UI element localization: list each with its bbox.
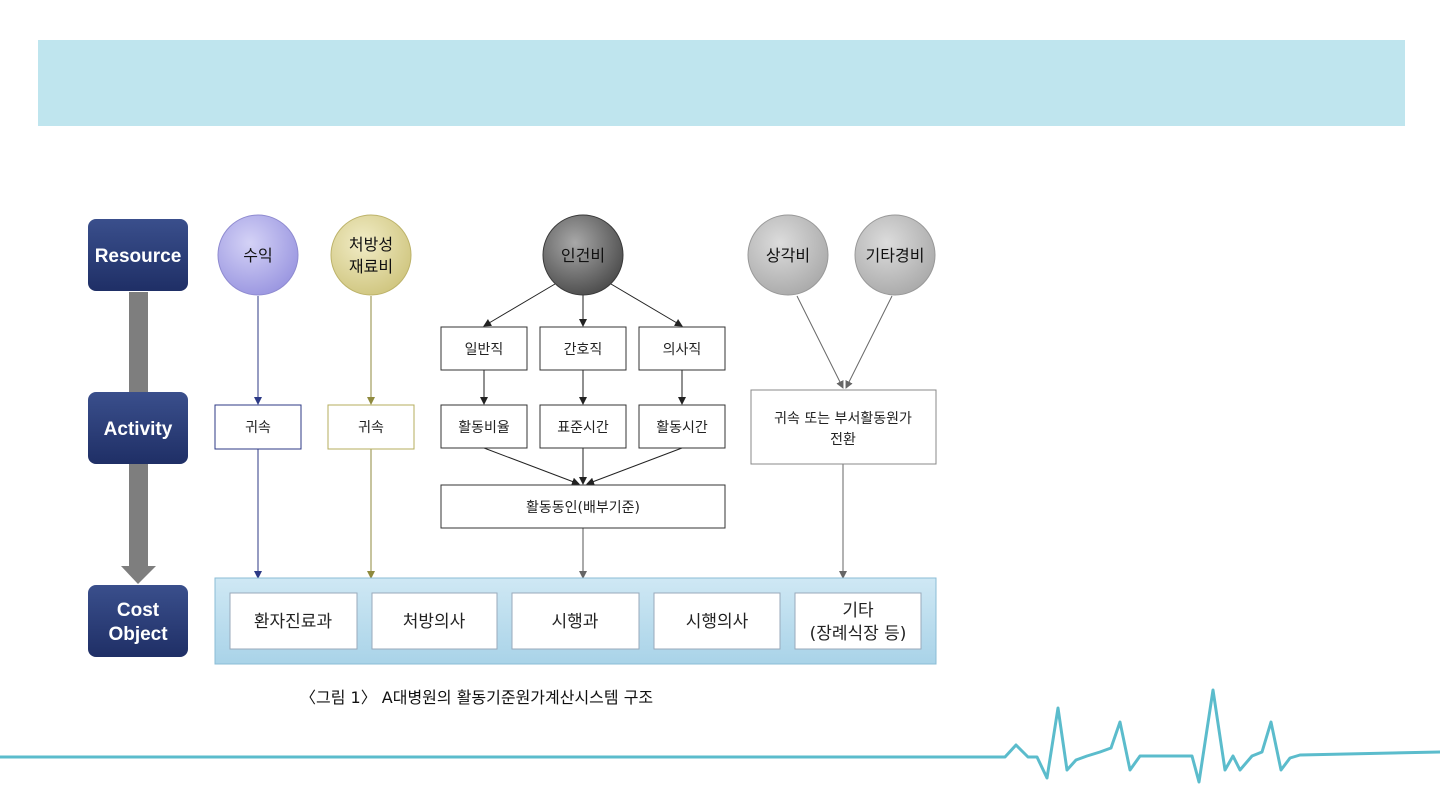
- resource-revenue: 수익: [217, 214, 299, 296]
- svg-text:활동동인(배부기준): 활동동인(배부기준): [526, 500, 640, 516]
- svg-text:귀속: 귀속: [358, 420, 384, 436]
- svg-text:처방의사: 처방의사: [403, 612, 466, 632]
- connector-ratio-driver: [483, 447, 580, 486]
- activity-cost-driver: 활동동인(배부기준): [440, 484, 726, 529]
- svg-text:귀속: 귀속: [245, 420, 271, 436]
- activity-standard-time: 표준시간: [539, 404, 627, 449]
- layer-cost-object: Cost Object: [88, 585, 188, 657]
- staff-general: 일반직: [440, 326, 528, 371]
- resource-labor: 인건비: [542, 214, 624, 296]
- activity-ratio: 활동비율: [440, 404, 528, 449]
- svg-text:활동시간: 활동시간: [656, 420, 708, 436]
- connector-labor-doctor: [610, 283, 683, 327]
- svg-text:재료비: 재료비: [349, 257, 393, 276]
- ecg-line: [0, 688, 1440, 784]
- connector-labor-general: [483, 283, 556, 327]
- cost-object-patient-dept: 환자진료과: [229, 592, 358, 650]
- header-banner: [38, 40, 1405, 126]
- svg-text:전환: 전환: [830, 432, 856, 448]
- svg-text:Cost: Cost: [117, 600, 160, 621]
- cost-object-performing-dept: 시행과: [511, 592, 640, 650]
- layer-activity: Activity: [88, 392, 188, 464]
- svg-text:수익: 수익: [243, 246, 272, 265]
- svg-text:Activity: Activity: [104, 419, 173, 440]
- resource-depreciation: 상각비: [747, 214, 829, 296]
- svg-text:인건비: 인건비: [561, 246, 605, 265]
- activity-attribution-2: 귀속: [327, 404, 415, 450]
- svg-text:기타경비: 기타경비: [866, 246, 925, 265]
- svg-text:일반직: 일반직: [465, 342, 504, 358]
- activity-conversion: 귀속 또는 부서활동원가 전환: [750, 389, 937, 465]
- svg-text:기타: 기타: [842, 601, 874, 621]
- svg-text:Object: Object: [108, 624, 168, 645]
- connector-other-conversion: [845, 295, 893, 389]
- svg-text:의사직: 의사직: [663, 342, 702, 358]
- resource-other-expense: 기타경비: [854, 214, 936, 296]
- svg-text:Resource: Resource: [95, 246, 182, 267]
- svg-text:귀속 또는 부서활동원가: 귀속 또는 부서활동원가: [774, 411, 912, 427]
- svg-text:처방성: 처방성: [349, 235, 393, 254]
- svg-text:활동비율: 활동비율: [458, 420, 510, 436]
- cost-object-performing-doctor: 시행의사: [653, 592, 781, 650]
- resource-prescription-material: 처방성 재료비: [330, 214, 412, 296]
- svg-text:시행의사: 시행의사: [686, 612, 749, 632]
- svg-text:(장례식장 등): (장례식장 등): [810, 624, 907, 644]
- connector-depreciation-conversion: [796, 295, 844, 389]
- activity-attribution-1: 귀속: [214, 404, 302, 450]
- svg-text:환자진료과: 환자진료과: [254, 612, 333, 632]
- staff-nursing: 간호직: [539, 326, 627, 371]
- svg-text:상각비: 상각비: [766, 246, 810, 265]
- staff-doctor: 의사직: [638, 326, 726, 371]
- connector-time-driver: [586, 447, 683, 486]
- cost-object-other: 기타 (장례식장 등): [794, 592, 922, 650]
- connectors: [254, 283, 893, 579]
- activity-time: 활동시간: [638, 404, 726, 449]
- svg-text:시행과: 시행과: [552, 612, 599, 632]
- layer-resource: Resource: [88, 219, 188, 291]
- svg-text:표준시간: 표준시간: [557, 420, 609, 436]
- cost-object-prescribing-doctor: 처방의사: [371, 592, 498, 650]
- figure-caption: 〈그림 1〉 A대병원의 활동기준원가계산시스템 구조: [300, 688, 654, 707]
- svg-text:간호직: 간호직: [564, 342, 603, 358]
